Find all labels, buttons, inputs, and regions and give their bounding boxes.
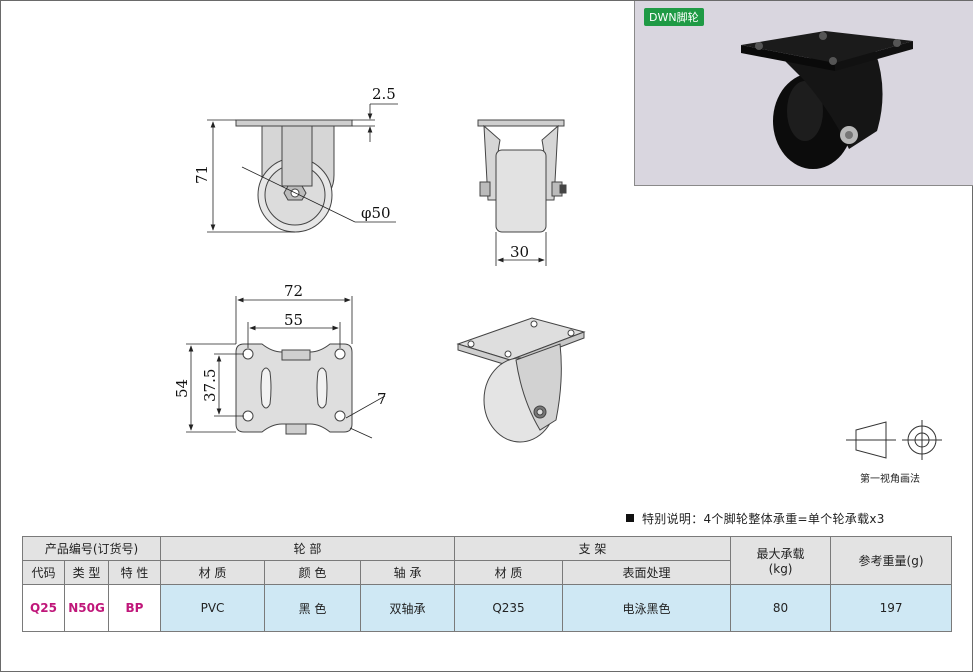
projection-symbol [846, 420, 942, 460]
header-ref-weight: 参考重量(g) [830, 536, 953, 585]
header-code: 代码 [22, 560, 65, 585]
header-product-code: 产品编号(订货号) [21, 536, 162, 561]
technical-drawing: 71 2.5 φ50 30 [173, 85, 942, 460]
header-surface: 表面处理 [562, 560, 732, 585]
dim-hole-spacing-y: 37.5 [201, 369, 219, 402]
side-view [235, 119, 353, 233]
header-bracket: 支 架 [454, 536, 732, 561]
isometric-view [456, 317, 586, 443]
dim-hole-diameter: 7 [377, 390, 387, 408]
header-bracket-material: 材 质 [454, 560, 564, 585]
header-feature: 特 性 [107, 560, 162, 585]
header-type: 类 型 [64, 560, 109, 585]
special-note: 特别说明：4个脚轮整体承重=单个轮承载x3 [626, 510, 885, 527]
header-wheel-material: 材 质 [160, 560, 266, 585]
projection-method-label: 第一视角画法 [860, 474, 920, 485]
product-photo-panel: DWN脚轮 [634, 1, 973, 186]
special-note-text: 特别说明：4个脚轮整体承重=单个轮承载x3 [642, 512, 885, 526]
spec-table: 产品编号(订货号) 轮 部 支 架 最大承载(kg) 参考重量(g) 代码 类 … [21, 536, 953, 632]
cell-wheel-color: 黑 色 [264, 584, 362, 632]
max-load-unit: (kg) [768, 562, 793, 576]
cell-feature: BP [107, 584, 162, 632]
header-bearing: 轴 承 [360, 560, 456, 585]
dim-plate-width: 72 [284, 282, 303, 300]
cell-bearing: 双轴承 [360, 584, 456, 632]
dim-plate-depth: 54 [173, 379, 191, 398]
cell-code: Q25 [22, 584, 65, 632]
dim-wheel-diameter: φ50 [361, 204, 391, 222]
cell-ref-weight: 197 [830, 584, 953, 632]
header-wheel: 轮 部 [160, 536, 456, 561]
cell-surface: 电泳黑色 [562, 584, 732, 632]
table-row: Q25 N50G BP PVC 黑 色 双轴承 Q235 电泳黑色 80 197 [22, 584, 953, 632]
dim-side-height: 71 [193, 165, 211, 184]
cell-type: N50G [64, 584, 109, 632]
header-max-load: 最大承载(kg) [730, 536, 832, 585]
dim-plate-thickness: 2.5 [372, 85, 396, 103]
caster-photo [741, 31, 913, 169]
cell-bracket-material: Q235 [454, 584, 564, 632]
header-wheel-color: 颜 色 [264, 560, 362, 585]
cell-max-load: 80 [730, 584, 832, 632]
table-header-row-1: 产品编号(订货号) 轮 部 支 架 最大承载(kg) 参考重量(g) [21, 536, 953, 585]
bullet-square-icon [626, 514, 634, 522]
dim-hole-spacing-x: 55 [284, 311, 303, 329]
product-series-tag: DWN脚轮 [644, 8, 704, 26]
front-view [477, 119, 567, 233]
dim-wheel-width: 30 [510, 243, 529, 261]
top-view [235, 343, 353, 435]
max-load-label: 最大承载 [756, 547, 805, 561]
cell-wheel-material: PVC [160, 584, 266, 632]
